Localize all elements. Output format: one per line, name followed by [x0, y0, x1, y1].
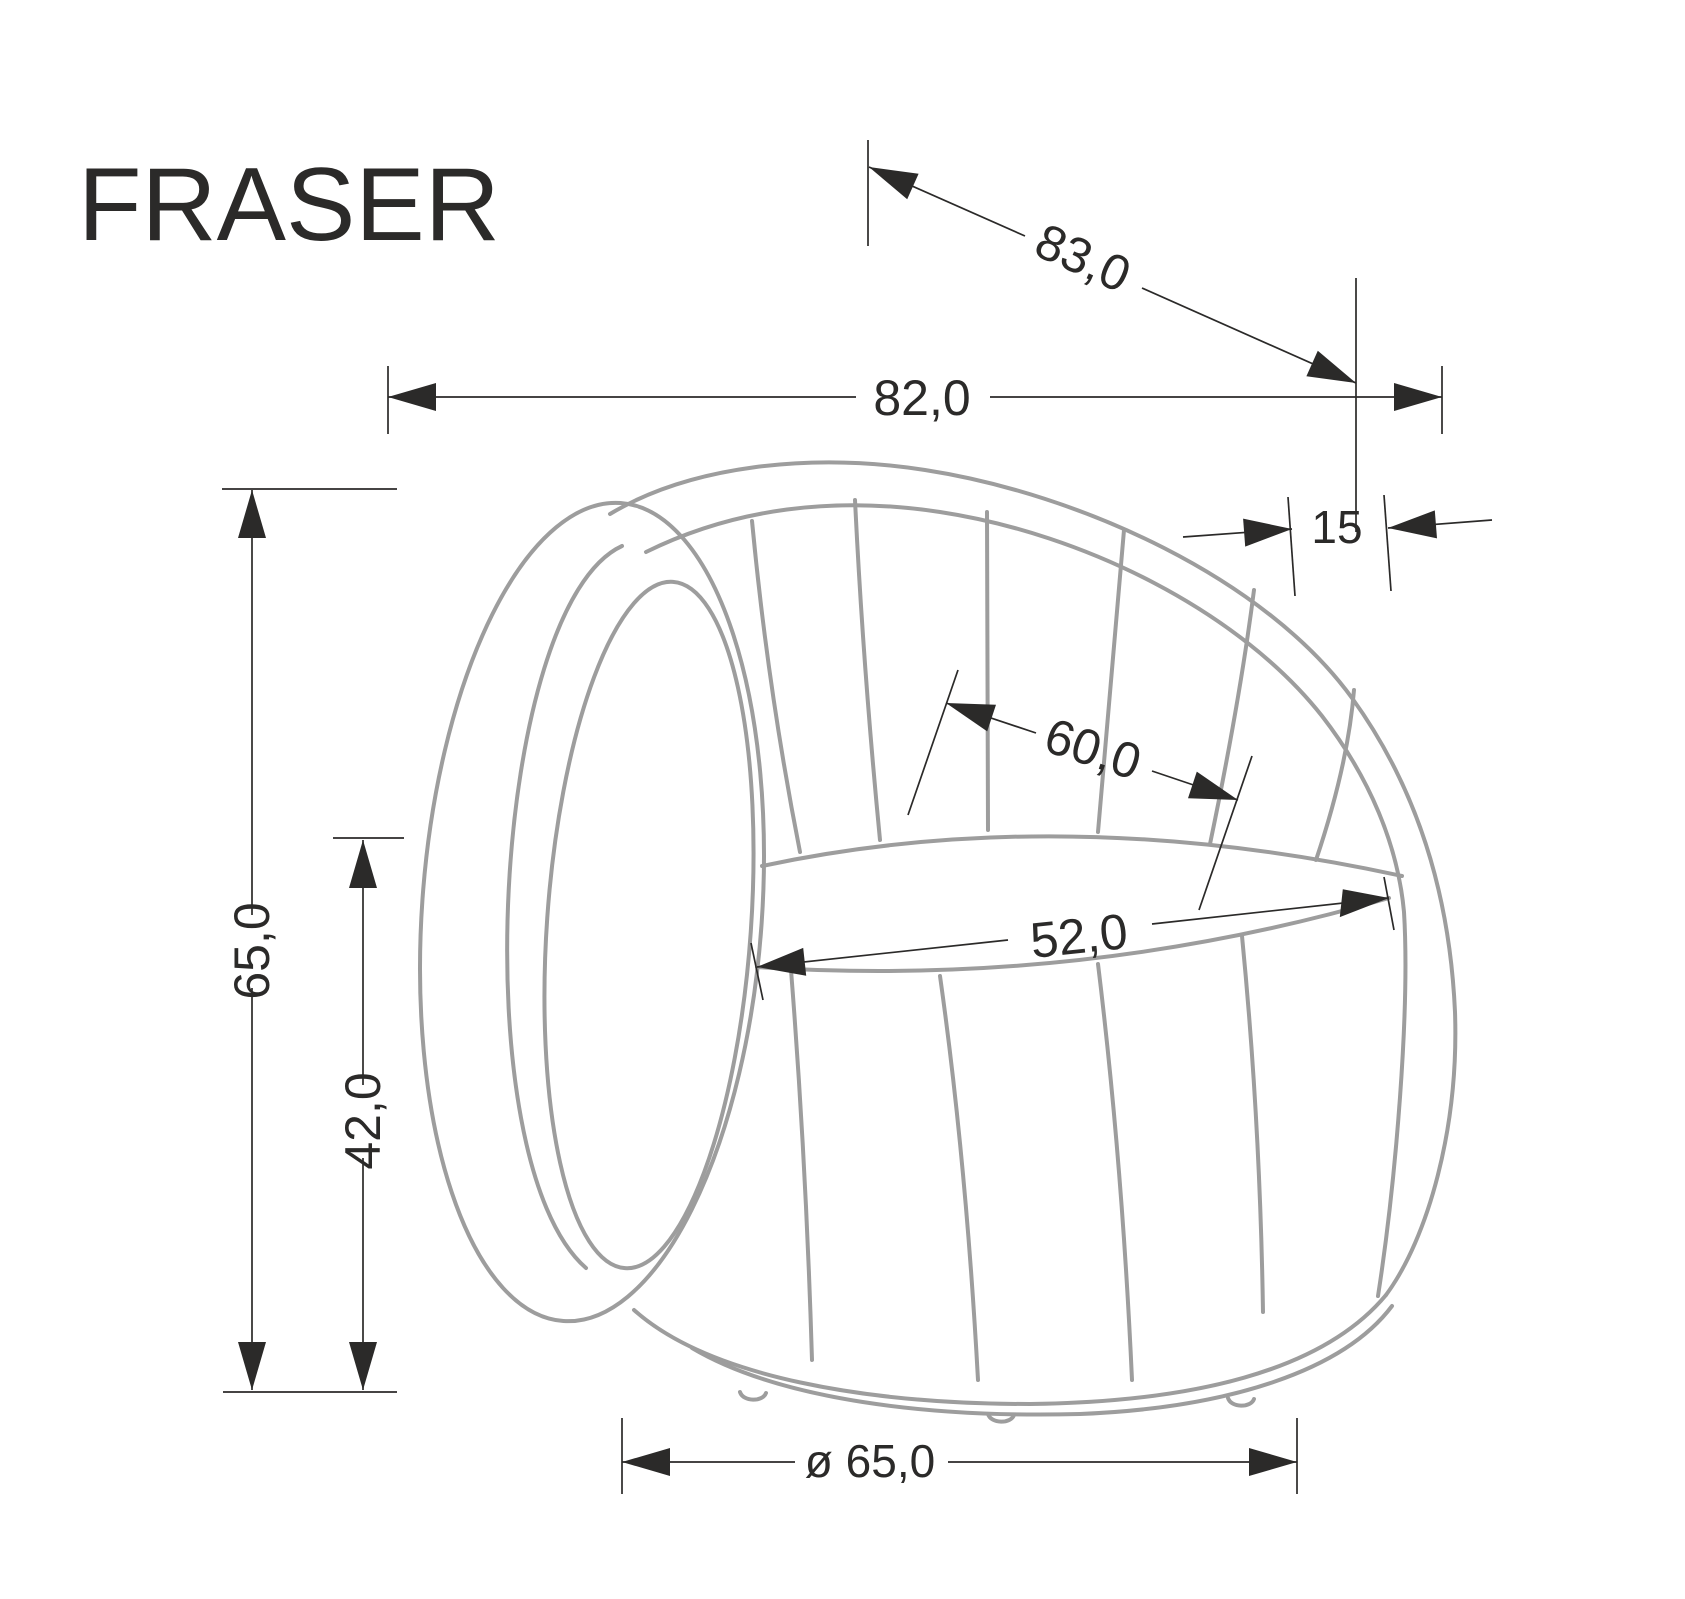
- base-rim-top: [632, 1293, 1388, 1406]
- dimension-overall-width: 82,0: [387, 366, 1443, 434]
- base-foot-left: [738, 1390, 768, 1402]
- back-seam-4: [1096, 528, 1126, 834]
- seat-seam-1: [789, 968, 814, 1362]
- back-seam-3: [985, 510, 990, 832]
- dimension-seat-width: 52,0: [750, 876, 1395, 1001]
- back-seam-1: [750, 519, 802, 854]
- backrest-piping: [644, 503, 1408, 1298]
- seat-seam-3: [1096, 962, 1134, 1382]
- dimension-label-backrest-thickness: 15: [1311, 501, 1362, 553]
- armchair-outline: [418, 460, 1458, 1424]
- dimension-seat-depth: 60,0: [907, 669, 1253, 911]
- page-title: FRASER: [78, 147, 500, 263]
- seat-seam-2: [938, 974, 980, 1382]
- dimension-label-diagonal-depth: 83,0: [1027, 213, 1139, 304]
- seat-seam-4: [1240, 934, 1265, 1314]
- dimension-label-seat-width: 52,0: [1028, 903, 1131, 969]
- dimension-label-overall-height: 65,0: [224, 902, 280, 999]
- dimension-label-base-diameter: ø 65,0: [805, 1435, 935, 1487]
- dimension-label-seat-height: 42,0: [335, 1072, 391, 1169]
- base-foot-center: [986, 1412, 1016, 1424]
- dimension-overall-height: 65,0: [222, 488, 397, 1390]
- back-seam-6: [1314, 688, 1356, 862]
- seat-front-top-edge: [755, 896, 1391, 973]
- back-seam-5: [1208, 588, 1256, 846]
- dimension-base-diameter: ø 65,0: [621, 1418, 1298, 1494]
- armrest-outer-edge: [418, 500, 766, 1324]
- dimension-seat-height: 42,0: [223, 837, 404, 1393]
- dimension-label-seat-depth: 60,0: [1038, 707, 1148, 790]
- back-seam-2: [853, 498, 882, 842]
- armrest-inner-edge: [542, 579, 756, 1271]
- base-rim-bottom: [690, 1304, 1394, 1417]
- back-seat-junction: [760, 834, 1404, 878]
- base-foot-right: [1226, 1396, 1256, 1408]
- armrest-seam: [505, 544, 624, 1270]
- dimension-label-overall-width: 82,0: [873, 370, 970, 426]
- dimension-backrest-thickness: 15: [1182, 494, 1493, 597]
- backrest-outer-edge: [608, 460, 1458, 1297]
